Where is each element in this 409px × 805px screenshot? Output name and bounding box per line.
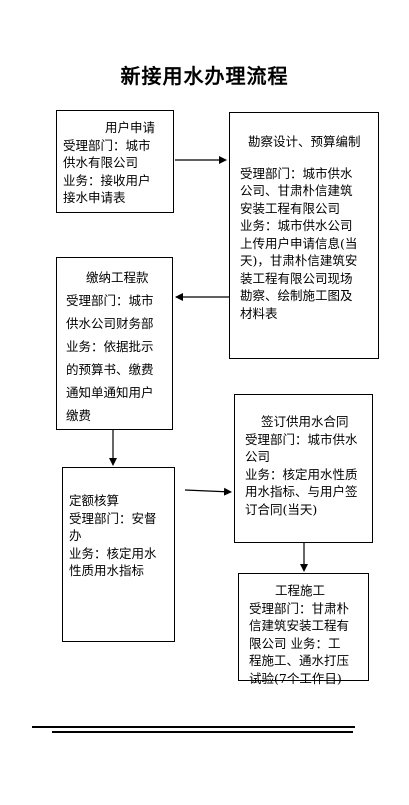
step-line: 程施工、通水打压 <box>249 653 350 668</box>
step-line: 受理部门：城市供水 <box>245 431 358 447</box>
step-line: 限公司 业务：工 <box>249 635 341 651</box>
step-line: 受理部门：安督 <box>69 510 157 526</box>
step-line: 公司 <box>245 449 271 464</box>
step-heading: 工程施工 <box>275 583 326 598</box>
step-heading: 签订供用水合同 <box>261 414 349 429</box>
step-line: 办 <box>69 528 82 543</box>
step-user-application-box: 用户申请 受理部门：城市 供水有限公司 业务：接收用户 接水申请表 <box>56 110 174 213</box>
step-line: 供水公司财务部 <box>66 316 154 331</box>
step-survey-budget-box: 勘察设计、预算编制 受理部门：城市供水 公司、甘肃朴信建筑 安装工程有限公司 业… <box>229 112 379 359</box>
step-line: 公司、甘肃朴信建筑 <box>240 183 353 198</box>
step-construction-box: 工程施工 受理部门：甘肃朴 信建筑安装工程有 限公司 业务：工 程施工、通水打压… <box>238 573 369 686</box>
step-line: 性质用水指标 <box>69 563 145 578</box>
step-line: 用水指标、与用户签 <box>245 484 358 499</box>
step-heading: 定额核算 <box>69 493 120 508</box>
bottom-rule <box>32 726 355 728</box>
step-heading: 勘察设计、预算编制 <box>248 134 361 149</box>
step-line: 勘察、绘制施工图及 <box>240 288 353 303</box>
step-line: 接水申请表 <box>63 190 126 205</box>
step-line: 的预算书、缴费 <box>66 362 154 377</box>
bottom-rule <box>52 731 353 733</box>
step-line: 业务：核定用水 <box>69 545 157 561</box>
step-quota-box: 定额核算 受理部门：安督 办 业务：核定用水 性质用水指标 <box>62 467 175 642</box>
step-line: 供水有限公司 <box>63 155 139 170</box>
step-line: 装工程有限公司现场 <box>240 270 353 286</box>
step-line: 安装工程有限公司 <box>240 200 341 216</box>
page-title: 新接用水办理流程 <box>120 64 289 88</box>
step-line: 受理部门：城市 <box>66 293 154 308</box>
step-line: 信建筑安装工程有 <box>249 618 350 633</box>
step-payment-box: 缴纳工程款 受理部门：城市 供水公司财务部 业务：依据批示 的预算书、缴费 通知… <box>56 257 173 430</box>
step-heading: 用户申请 <box>105 120 156 135</box>
step-line: 受理部门：甘肃朴 <box>249 600 350 616</box>
step-line: 订合同(当天) <box>245 501 318 517</box>
step-line: 受理部门：城市供水 <box>240 165 353 181</box>
step-heading: 缴纳工程款 <box>86 270 149 285</box>
step-line: 上传用户申请信息(当 <box>240 235 358 251</box>
step-line: 缴费 <box>66 408 92 423</box>
step-line: 受理部门：城市 <box>63 137 151 153</box>
step-line: 通知单通知用户 <box>66 385 154 400</box>
step-line: 业务：接收用户 <box>63 172 151 188</box>
step-line: 材料表 <box>240 305 278 321</box>
step-line: 试验(7个工作日) <box>249 670 342 686</box>
arrow-quota-to-contract <box>184 487 232 496</box>
step-line: 天)，甘肃朴信建筑安 <box>240 253 358 268</box>
step-line: 业务：核定用水性质 <box>245 466 358 482</box>
step-line: 业务：依据批示 <box>66 339 154 354</box>
step-line: 业务：城市供水公司 <box>240 218 353 233</box>
step-contract-box: 签订供用水合同 受理部门：城市供水 公司 业务：核定用水性质 用水指标、与用户签… <box>234 394 373 543</box>
